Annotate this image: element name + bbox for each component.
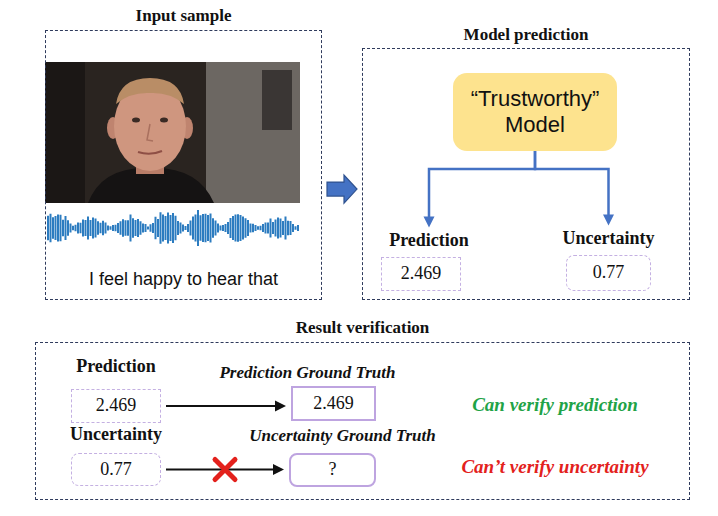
connector: [327, 175, 357, 203]
arrow-line: [166, 468, 275, 470]
input-panel: Input sampleI feel happy to hear that: [45, 30, 322, 300]
cross-mark: [215, 460, 235, 480]
prediction-panel: Model prediction“Trustworthy” ModelPredi…: [362, 48, 690, 300]
node-heading: Prediction Ground Truth: [219, 363, 395, 383]
transcript-text: I feel happy to hear that: [46, 269, 321, 291]
arrowhead: [273, 464, 284, 475]
connector: [424, 151, 536, 227]
node-heading: Prediction: [389, 230, 469, 252]
box-text: “Trustworthy” Model: [459, 86, 611, 139]
node-heading: Prediction: [76, 356, 156, 378]
node-heading: Result verification: [296, 318, 430, 338]
photo-eye: [160, 118, 168, 123]
value-box: Prediction2.469: [381, 257, 461, 291]
box-text: ?: [329, 459, 337, 481]
photo-mouth: [138, 151, 162, 154]
arrow-line: [166, 405, 277, 407]
photo-eye: [132, 118, 140, 123]
waveform: [48, 210, 298, 246]
node-heading: Uncertainty: [70, 424, 162, 446]
ground-truth-box: Prediction Ground Truth2.469: [291, 386, 376, 421]
connector: [166, 460, 284, 480]
verdict-label: Can verify prediction: [472, 394, 638, 417]
node-heading: Input sample: [136, 6, 232, 26]
node-heading: Uncertainty: [563, 228, 655, 250]
photo-nose: [147, 124, 153, 141]
box-text: 2.469: [96, 395, 137, 417]
arrowhead: [424, 216, 435, 227]
connector: [535, 151, 614, 225]
arrowhead: [603, 214, 614, 225]
photo-shadow: [45, 62, 85, 203]
photo-shelf: [262, 70, 292, 130]
waveform-trace: [48, 210, 298, 246]
arrowhead: [275, 401, 286, 412]
box-text: 2.469: [401, 263, 442, 285]
box-text: 0.77: [100, 459, 132, 481]
box-text: 0.77: [593, 262, 625, 284]
value-box: Uncertainty0.77: [71, 453, 161, 486]
ground-truth-box: Uncertainty Ground Truth?: [289, 453, 376, 487]
connector: [166, 401, 286, 412]
value-box: Uncertainty0.77: [566, 255, 651, 291]
model-box: “Trustworthy” Model: [453, 73, 617, 151]
block-arrow: [327, 175, 357, 203]
branch-line: [535, 151, 609, 216]
cross-mark: [215, 460, 235, 480]
box-text: 2.469: [313, 393, 354, 415]
node-heading: Uncertainty Ground Truth: [249, 426, 435, 446]
photo-background: [45, 62, 300, 203]
photo-wall: [206, 62, 300, 203]
node-heading: Model prediction: [464, 25, 589, 45]
branch-line: [429, 151, 535, 218]
value-box: Prediction2.469: [71, 389, 161, 423]
photo-hair: [116, 78, 184, 104]
verdict-label: Can’t verify uncertainty: [461, 456, 648, 479]
